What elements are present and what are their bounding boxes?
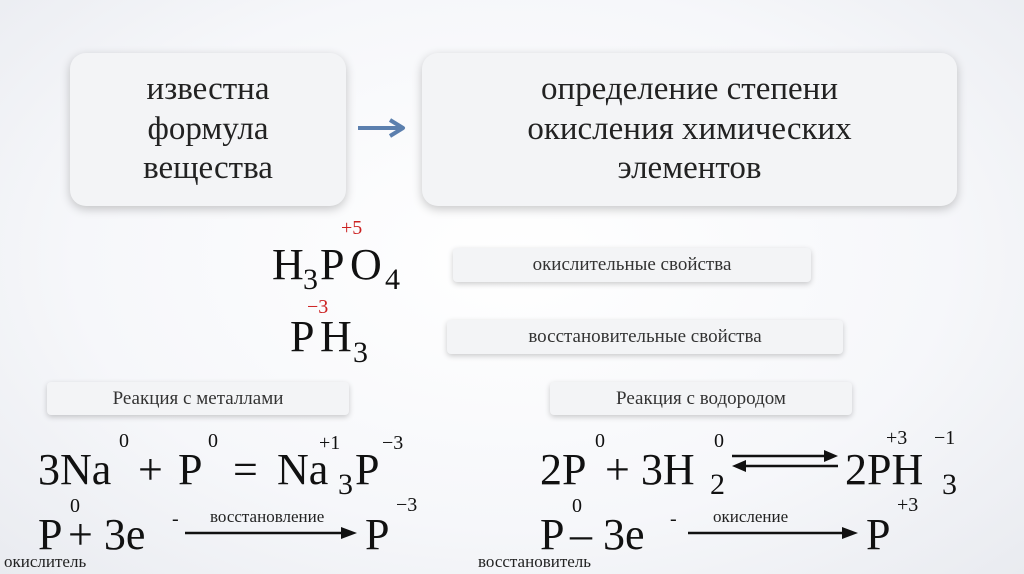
eq-hydro-rhs-p-ox: +3 [886, 427, 908, 449]
half-red-electrons: + 3e [68, 510, 146, 559]
half-ox-product: P [866, 510, 891, 559]
half-ox-p: P [540, 510, 565, 559]
reduction-arrow-icon [185, 527, 357, 539]
oxidizing-text: окислительные свойства [532, 254, 732, 275]
with-hydrogen-text: Реакция с водородом [616, 387, 786, 409]
h3po4-o: O [350, 240, 382, 289]
reducing-text: восстановительные свойства [528, 326, 762, 347]
eq-hydro-h-sub: 2 [710, 468, 725, 501]
with-metals-text: Реакция с металлами [112, 387, 284, 409]
h3po4-p-ox: +5 [341, 217, 363, 239]
eq-hydro-p-ox: 0 [595, 430, 605, 452]
ph3-p: P [290, 312, 315, 361]
half-ox-product-ox: +3 [897, 494, 919, 516]
half-red-p-ox: 0 [70, 495, 80, 517]
half-red-p: P [38, 510, 63, 559]
eq-metal-plus: + [138, 445, 163, 494]
half-red-product: P [365, 510, 390, 559]
eq-metal-p-rhs-ox: −3 [382, 432, 404, 454]
eq-metal-p-rhs: P [355, 445, 380, 494]
eq-metal-na: 3Na [38, 445, 112, 494]
eq-metal-na3-ox: +1 [319, 432, 341, 454]
eq-hydro-plus-h: + 3H [605, 445, 695, 494]
reducing-properties-label: восстановительные свойства [447, 320, 843, 354]
eq-metal-p: P [178, 445, 203, 494]
eq-hydro-rhs-sub: 3 [942, 468, 957, 501]
half-ox-process: окисление [713, 507, 789, 526]
oxidation-state-box: определение степени окисления химических… [422, 53, 957, 206]
ph3-p-ox: −3 [307, 296, 329, 318]
half-ox-p-ox: 0 [572, 495, 582, 517]
eq-hydro-rhs-h-ox: −1 [934, 427, 956, 449]
oxidation-state-text: определение степени окисления химических… [527, 71, 852, 187]
eq-metal-equals: = [233, 445, 258, 494]
ph3-h-sub: 3 [353, 336, 368, 369]
known-formula-text: известна формула вещества [143, 71, 273, 187]
half-ox-e-sup: - [670, 508, 677, 530]
h3po4-h-sub: 3 [303, 263, 318, 296]
half-ox-electrons: – 3e [570, 510, 645, 559]
eq-metal-na-ox: 0 [119, 430, 129, 452]
ph3-h: H [320, 312, 352, 361]
eq-hydro-h-ox: 0 [714, 430, 724, 452]
reaction-with-hydrogen-label: Реакция с водородом [550, 382, 852, 415]
h3po4-p: P [320, 240, 345, 289]
reaction-with-metals-label: Реакция с металлами [47, 382, 349, 415]
eq-hydro-p: 2P [540, 445, 587, 494]
eq-hydro-rhs: 2PH [845, 445, 924, 494]
eq-metal-na3: Na [277, 445, 329, 494]
known-formula-box: известна формула вещества [70, 53, 346, 206]
h3po4-h: H [272, 240, 304, 289]
half-red-process: восстановление [210, 507, 325, 526]
half-red-role: окислитель [4, 552, 87, 571]
eq-metal-na3-sub: 3 [338, 468, 353, 501]
half-ox-role: восстановитель [478, 552, 592, 571]
oxidation-arrow-icon [688, 527, 858, 539]
half-red-e-sup: - [172, 508, 179, 530]
eq-metal-p-ox: 0 [208, 430, 218, 452]
equilibrium-arrow-icon [732, 450, 838, 472]
oxidizing-properties-label: окислительные свойства [453, 248, 811, 282]
h3po4-o-sub: 4 [385, 263, 400, 296]
right-arrow-icon [358, 118, 405, 138]
half-red-product-ox: −3 [396, 494, 418, 516]
